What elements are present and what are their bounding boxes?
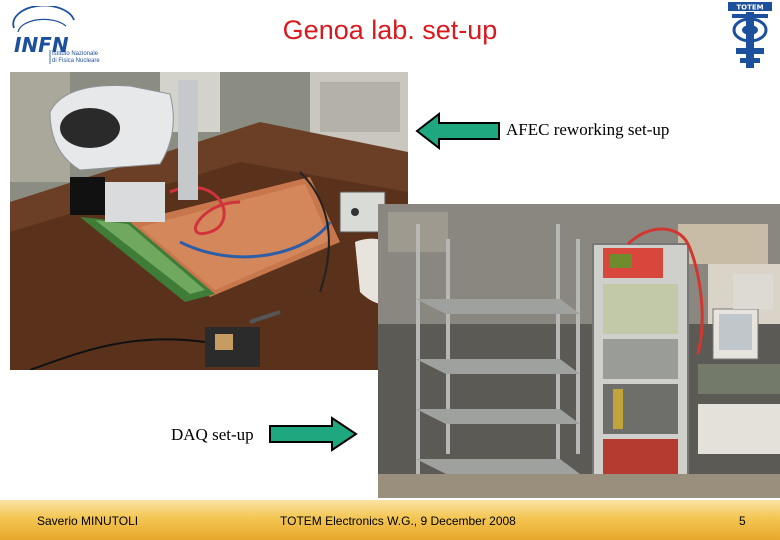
slide-title: Genoa lab. set-up: [282, 15, 498, 45]
totem-logo: TOTEM: [722, 0, 778, 72]
infn-subtitle-2: di Fisica Nucleare: [52, 58, 100, 64]
daq-right-arrow-icon: [268, 416, 358, 452]
page-number: 5: [739, 514, 746, 528]
infn-subtitle-1: Istituto Nazionale: [52, 51, 99, 57]
infn-logo: INFN Istituto Nazionale di Fisica Nuclea…: [8, 4, 120, 66]
footer-author: Saverio MINUTOLI: [37, 514, 139, 528]
footer-band: [0, 500, 780, 540]
afec-setup-photo: [10, 72, 408, 370]
totem-name: TOTEM: [736, 4, 763, 12]
afec-caption: AFEC reworking set-up: [506, 120, 670, 139]
footer-event: TOTEM Electronics W.G., 9 December 2008: [280, 514, 516, 528]
daq-caption: DAQ set-up: [171, 425, 254, 444]
daq-setup-photo: [378, 204, 780, 498]
afec-left-arrow-icon: [415, 111, 501, 151]
infn-name: INFN: [14, 33, 69, 57]
